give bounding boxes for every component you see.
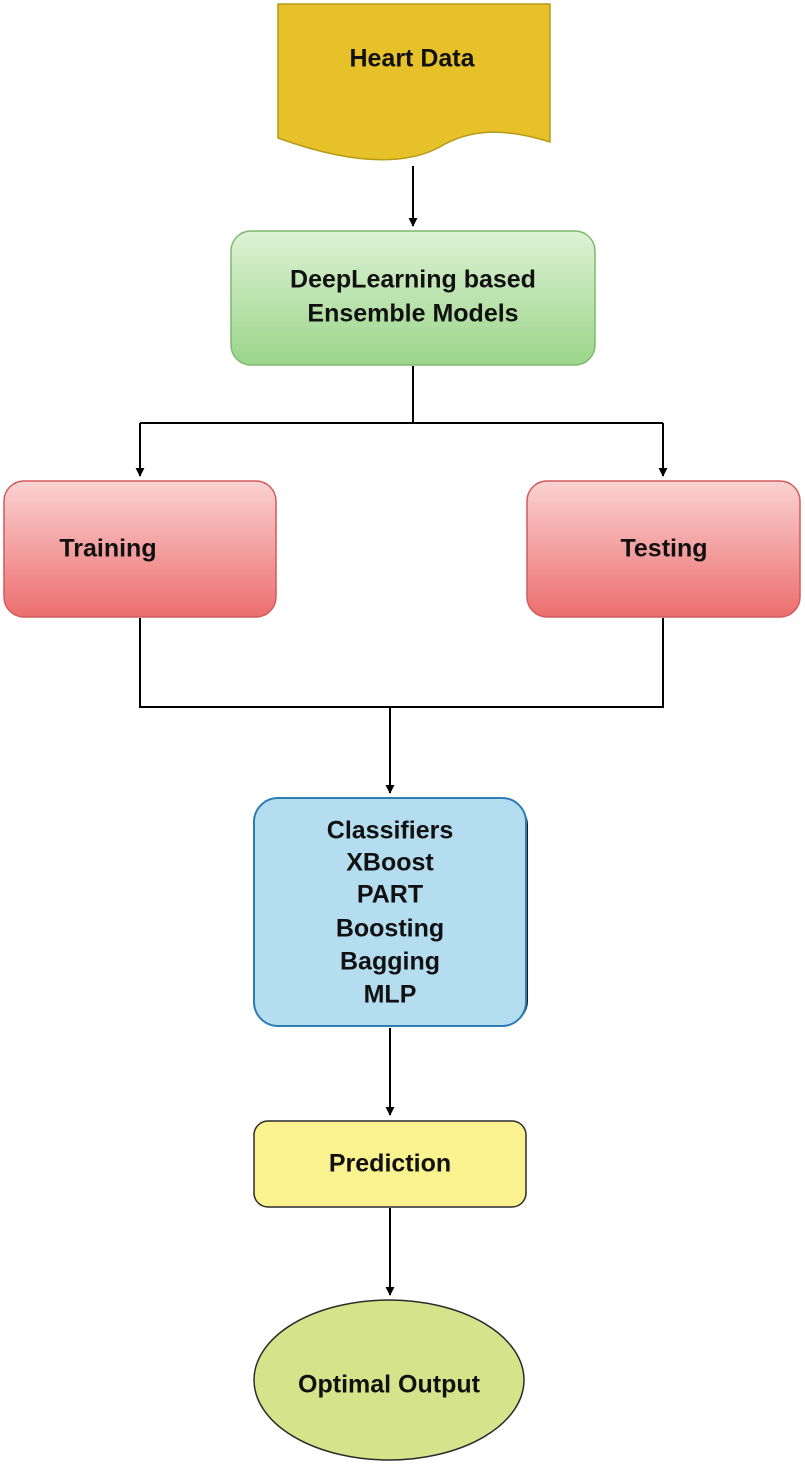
- ensemble-label-line-2: Ensemble Models: [307, 300, 518, 328]
- classifiers-line-5: Bagging: [340, 948, 440, 976]
- edge-training-testing-merge: [139, 618, 664, 708]
- classifiers-line-1: Classifiers: [327, 817, 453, 845]
- classifiers-line-3: PART: [357, 881, 423, 909]
- training-node: Training: [3, 480, 277, 618]
- optimal-output-node: Optimal Output: [253, 1299, 525, 1461]
- ensemble-label-line-1: DeepLearning based: [290, 266, 536, 294]
- testing-label: Testing: [620, 535, 707, 563]
- prediction-label: Prediction: [329, 1150, 451, 1178]
- prediction-node: Prediction: [253, 1120, 527, 1208]
- training-label: Training: [59, 535, 156, 563]
- testing-node: Testing: [526, 480, 801, 618]
- optimal-output-label: Optimal Output: [298, 1371, 481, 1399]
- heart-data-node: Heart Data: [277, 3, 551, 161]
- edge-ensemble-split: [140, 366, 663, 424]
- ensemble-models-node: DeepLearning based Ensemble Models: [230, 230, 596, 366]
- classifiers-line-2: XBoost: [346, 849, 434, 877]
- heart-data-label: Heart Data: [349, 45, 475, 73]
- classifiers-line-6: MLP: [364, 981, 417, 1009]
- classifiers-node: Classifiers XBoost PART Boosting Bagging…: [253, 797, 528, 1027]
- classifiers-line-4: Boosting: [336, 915, 444, 943]
